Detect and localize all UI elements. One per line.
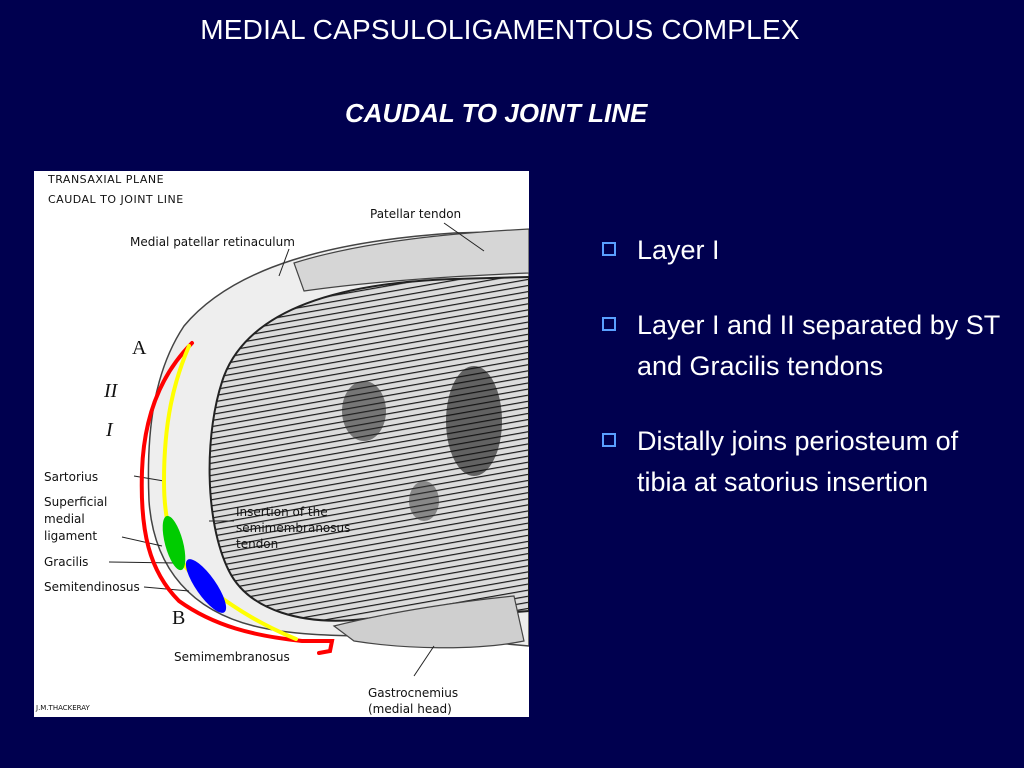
- label-gastrocnemius-2: (medial head): [368, 702, 452, 716]
- layer-i-red-line: [139, 341, 335, 655]
- label-superficial-medial-ligament-2: medial: [44, 512, 85, 526]
- label-gastrocnemius-1: Gastrocnemius: [368, 686, 459, 700]
- bullet-item: Layer I: [600, 230, 1000, 271]
- square-bullet-icon: [602, 317, 616, 331]
- bullet-list: Layer I Layer I and II separated by ST a…: [600, 230, 1000, 537]
- label-semitendinosus: Semitendinosus: [44, 580, 140, 594]
- anatomy-figure: TRANSAXIAL PLANE CAUDAL TO JOINT LINE Pa…: [34, 171, 529, 717]
- bullet-text: Layer I and II separated by ST and Graci…: [637, 310, 1000, 381]
- label-layer-i: I: [106, 419, 113, 441]
- label-semimembranosus: Semimembranosus: [174, 650, 290, 664]
- label-insertion-1: Insertion of the: [236, 505, 328, 519]
- label-gracilis: Gracilis: [44, 555, 89, 569]
- label-sartorius: Sartorius: [44, 470, 99, 484]
- label-superficial-medial-ligament-1: Superficial: [44, 495, 108, 509]
- bullet-text: Layer I: [637, 235, 720, 265]
- figure-heading-line1: TRANSAXIAL PLANE: [48, 173, 165, 186]
- anatomy-drawing: [108, 222, 529, 677]
- artist-signature: J.M.THACKERAY: [36, 704, 90, 712]
- square-bullet-icon: [602, 433, 616, 447]
- figure-heading-line2: CAUDAL TO JOINT LINE: [48, 193, 184, 206]
- slide-subtitle: CAUDAL TO JOINT LINE: [345, 98, 648, 128]
- slide-title: MEDIAL CAPSULOLIGAMENTOUS COMPLEX: [200, 14, 800, 45]
- label-layer-ii: II: [104, 380, 118, 402]
- square-bullet-icon: [602, 242, 616, 256]
- label-patellar-tendon: Patellar tendon: [370, 207, 462, 221]
- label-layer-a: A: [132, 337, 147, 359]
- label-layer-b: B: [172, 607, 186, 629]
- patellar-tendon-shape: [293, 228, 529, 292]
- bullet-text: Distally joins periosteum of tibia at sa…: [637, 426, 959, 497]
- label-medial-patellar-retinaculum: Medial patellar retinaculum: [130, 235, 295, 249]
- bullet-item: Layer I and II separated by ST and Graci…: [600, 305, 1000, 387]
- gracilis-green-shape: [162, 515, 186, 571]
- label-insertion-3: tendon: [236, 537, 279, 551]
- label-insertion-2: semimembranosus: [236, 521, 351, 535]
- label-superficial-medial-ligament-3: ligament: [44, 529, 98, 543]
- bullet-item: Distally joins periosteum of tibia at sa…: [600, 421, 1000, 503]
- gastrocnemius-shape: [332, 595, 525, 649]
- semitendinosus-blue-shape: [185, 559, 227, 613]
